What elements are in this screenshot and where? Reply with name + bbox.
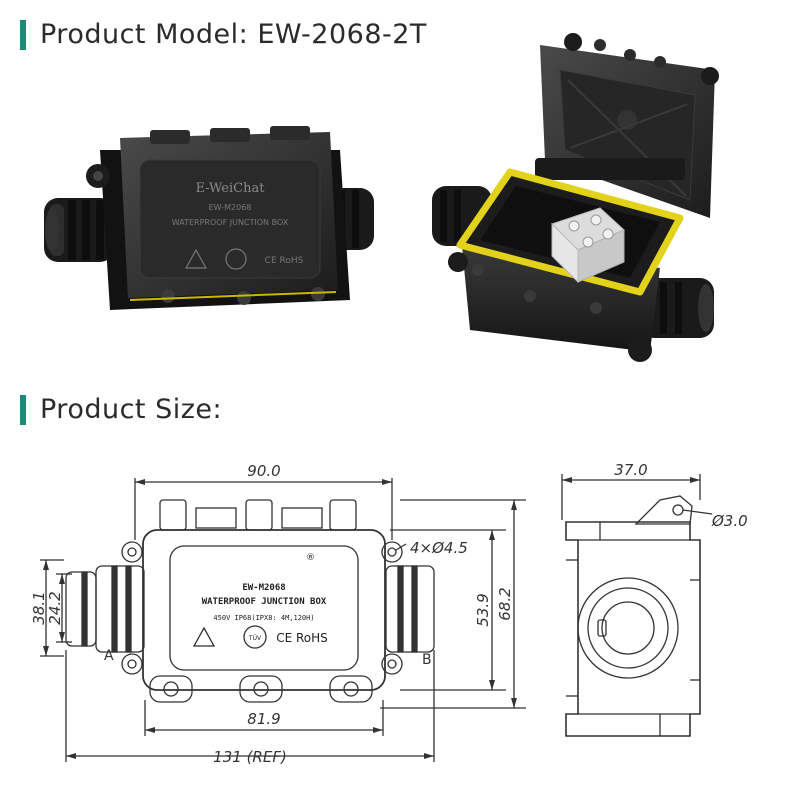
closed-box-safety-mark (184, 248, 208, 269)
heading-accent-bar (20, 19, 26, 50)
screw (311, 287, 325, 301)
dim-gland-inner: 24.2 (46, 591, 64, 624)
left-cable-gland (44, 198, 114, 262)
dim-height-inner: 53.9 (474, 593, 492, 626)
closed-box-title: WATERPROOF JUNCTION BOX (172, 218, 289, 227)
side-dimension-drawing (561, 474, 713, 737)
product-size-label: Product Size: (40, 394, 223, 425)
dim-holes: 4×Ø4.5 (410, 539, 468, 557)
closed-box-tuv-mark (225, 248, 247, 270)
front-dimension-drawing (40, 478, 526, 762)
closed-box-brand: E-WeiChat (196, 181, 266, 196)
dim-height-outer: 68.2 (496, 587, 514, 620)
drawing-registered-mark: ® (306, 553, 315, 563)
drawing-model-code: EW-M2068 (242, 583, 285, 593)
heading-accent-bar (20, 394, 26, 425)
drawing-ce-rohs: CE RoHS (276, 631, 328, 645)
dim-side-depth: 37.0 (614, 461, 647, 479)
dim-overall-width: 90.0 (247, 462, 280, 480)
screw (237, 291, 251, 305)
product-model-label: Product Model (40, 19, 239, 50)
drawing-rating: 450V IP68(IPX8: 4M,120H) (213, 614, 314, 622)
drawing-tuv-text: TÜV (248, 635, 262, 642)
open-box-photo (432, 33, 719, 362)
dim-inner-width: 81.9 (247, 710, 280, 728)
product-model-heading: Product Model: EW-2068-2T (20, 19, 427, 50)
dim-side-hole: Ø3.0 (711, 512, 748, 530)
drawing-brand: E-WeiChat (218, 555, 294, 570)
screw (161, 289, 175, 303)
product-size-heading: Product Size: (20, 394, 222, 425)
drawing-title: WATERPROOF JUNCTION BOX (202, 597, 327, 607)
port-a-label: A (104, 648, 114, 664)
closed-box-ce-rohs: CE RoHS (265, 256, 304, 266)
product-model-separator: : (238, 19, 249, 50)
closed-box-model-code: EW-M2068 (209, 203, 252, 212)
product-model-value: EW-2068-2T (257, 19, 427, 50)
port-b-label: B (422, 652, 432, 668)
terminal-block (551, 207, 625, 284)
dim-gland-outer: 38.1 (30, 591, 48, 624)
closed-box-photo: E-WeiChat EW-M2068 WATERPROOF JUNCTION B… (44, 126, 374, 310)
drawing-safety-mark (192, 626, 216, 647)
dim-total-length: 131 (REF) (213, 748, 287, 766)
drawing-tuv-mark (243, 625, 267, 649)
